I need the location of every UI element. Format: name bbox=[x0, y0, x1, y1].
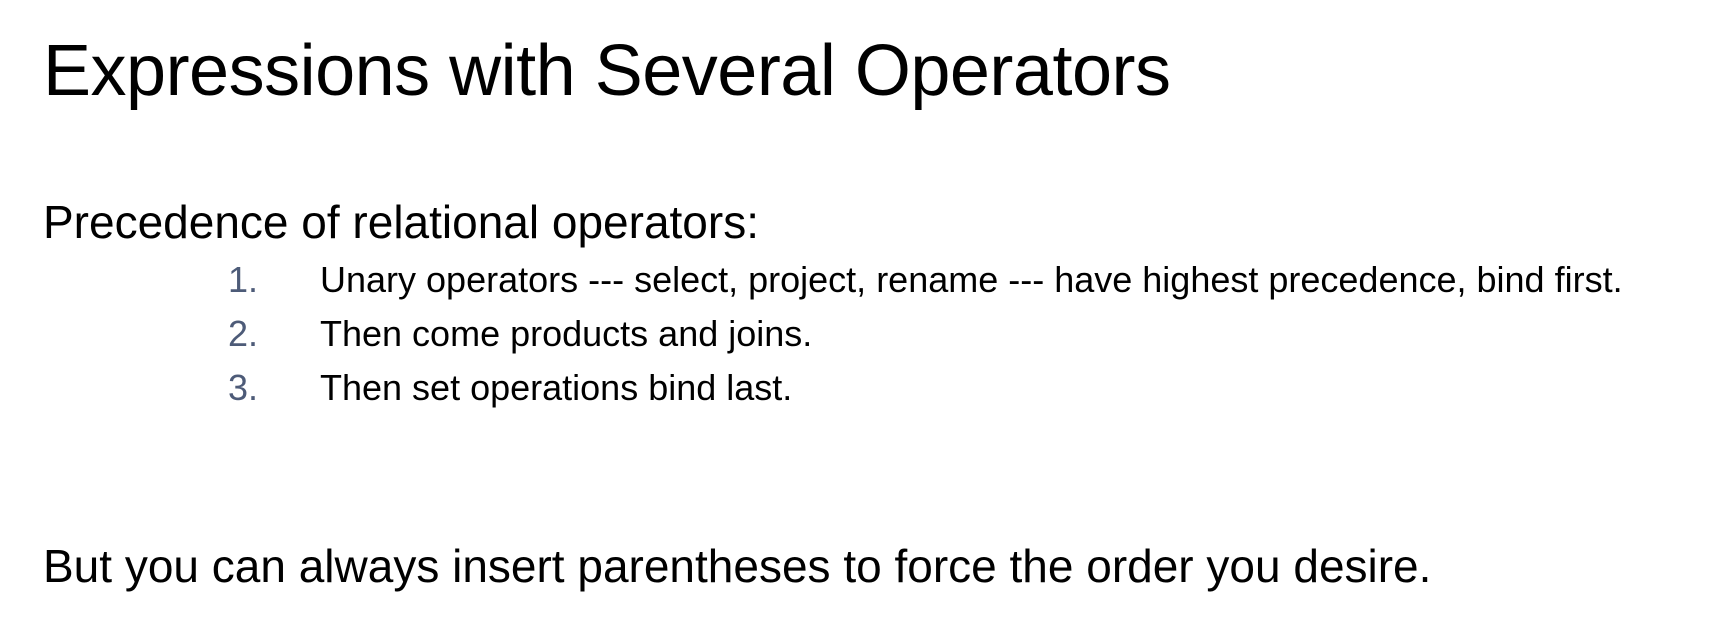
list-item-number: 1. bbox=[228, 259, 259, 300]
precedence-list: 1. Unary operators --- select, project, … bbox=[0, 258, 1713, 420]
slide-title: Expressions with Several Operators bbox=[43, 31, 1171, 111]
list-item: 3. Then set operations bind last. bbox=[0, 366, 1713, 409]
list-item-text: Then set operations bind last. bbox=[320, 367, 793, 408]
list-item-text: Unary operators --- select, project, ren… bbox=[320, 259, 1623, 300]
intro-text: Precedence of relational operators: bbox=[43, 196, 759, 248]
list-item-number: 2. bbox=[228, 313, 259, 354]
list-item-number: 3. bbox=[228, 367, 259, 408]
list-item: 2. Then come products and joins. bbox=[0, 312, 1713, 355]
list-item-text: Then come products and joins. bbox=[320, 313, 813, 354]
closing-text: But you can always insert parentheses to… bbox=[43, 540, 1432, 592]
list-item: 1. Unary operators --- select, project, … bbox=[0, 258, 1713, 301]
